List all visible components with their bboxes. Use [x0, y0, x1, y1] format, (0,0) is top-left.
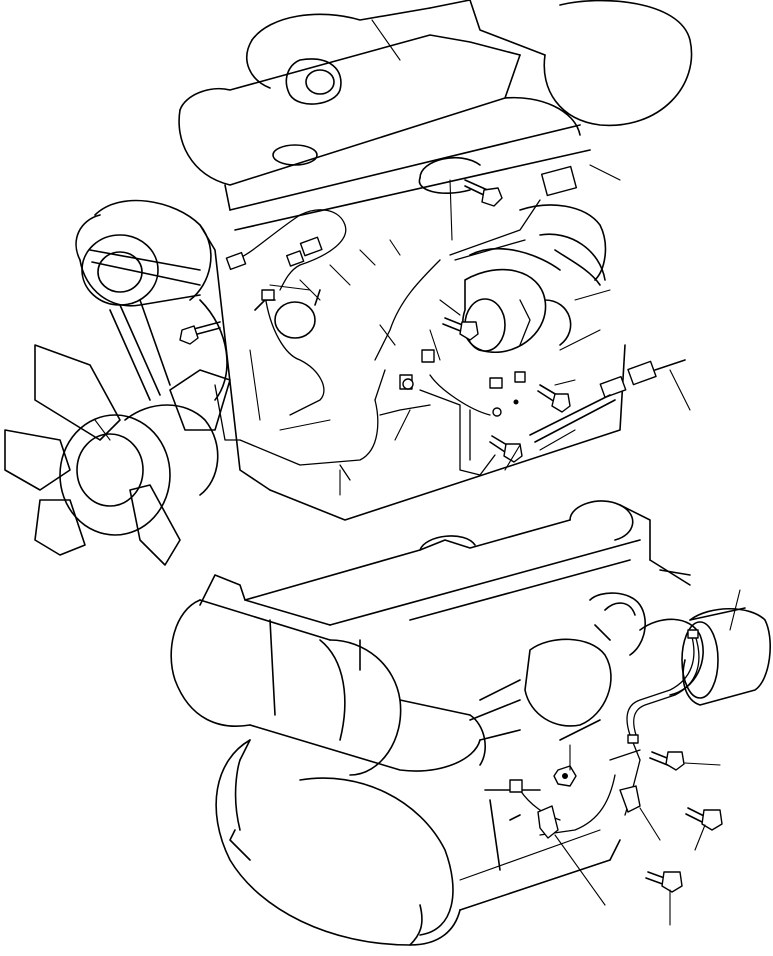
upper-wiring-harness	[214, 199, 541, 481]
upper-leader-lines	[339, 164, 691, 496]
bolt-lower-2	[685, 807, 723, 831]
upper-bolts	[179, 179, 571, 463]
cooling-fan	[4, 344, 231, 566]
washer-upper	[492, 407, 502, 417]
bolt-lower-1	[649, 751, 685, 771]
upper-starter-motor	[461, 204, 607, 353]
lower-cylinder-head	[199, 500, 691, 671]
lower-starter-motor	[681, 607, 771, 706]
upper-connectors	[225, 165, 686, 443]
lower-leader-lines	[554, 589, 741, 926]
upper-muffler	[246, 0, 693, 127]
bolt-upper-1	[464, 179, 503, 207]
lower-bolts	[553, 751, 723, 893]
lower-connectors	[509, 629, 699, 793]
harness-clamp	[537, 785, 641, 839]
lower-engine-assembly	[170, 500, 771, 946]
nut-upper	[402, 378, 414, 390]
upper-fan-belt	[75, 199, 228, 401]
upper-engine-assembly	[4, 0, 693, 566]
bolt-upper-2	[179, 321, 221, 345]
bolt-upper-4	[537, 384, 571, 413]
lower-muffler	[170, 599, 521, 776]
upper-cylinder-head	[178, 34, 626, 521]
nut-lower	[553, 765, 577, 787]
bolt-lower-3	[645, 871, 683, 893]
turbocharger	[469, 592, 704, 741]
flywheel-housing	[215, 739, 621, 946]
lower-wiring-harness	[519, 629, 700, 836]
bolt-upper-3	[442, 317, 479, 341]
